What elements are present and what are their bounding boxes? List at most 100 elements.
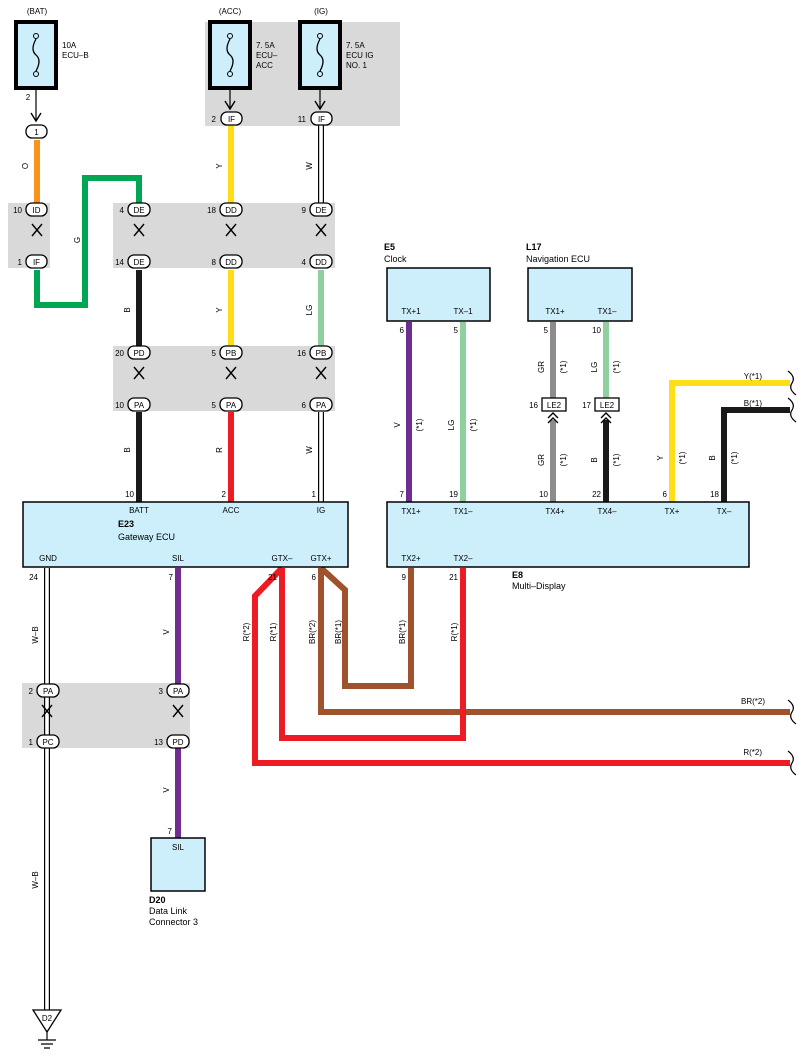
svg-text:GR: GR <box>537 454 546 466</box>
svg-text:18: 18 <box>207 206 216 215</box>
svg-text:B(*1): B(*1) <box>744 399 763 408</box>
terminal-pa6: PA 6 <box>302 397 333 412</box>
svg-text:4: 4 <box>302 258 307 267</box>
svg-text:7. 5A: 7. 5A <box>256 41 275 50</box>
svg-text:1: 1 <box>312 490 317 499</box>
navigation-ecu-l17: L17 Navigation ECU TX1+ 5 TX1– 10 <box>526 242 633 335</box>
svg-text:Multi–Display: Multi–Display <box>512 581 566 591</box>
svg-text:(*1): (*1) <box>730 451 739 464</box>
terminal-ig-if: IF 11 <box>298 111 333 126</box>
svg-text:10: 10 <box>592 326 601 335</box>
svg-text:Y: Y <box>215 307 224 313</box>
terminal-acc-if: IF 2 <box>212 111 243 126</box>
svg-text:1: 1 <box>29 738 34 747</box>
svg-text:PA: PA <box>173 687 184 696</box>
terminal-de4: DE 4 <box>120 202 151 217</box>
svg-text:Y(*1): Y(*1) <box>744 372 763 381</box>
svg-text:TX2–: TX2– <box>453 554 473 563</box>
svg-text:6: 6 <box>400 326 405 335</box>
svg-text:5: 5 <box>212 401 217 410</box>
svg-text:GTX–: GTX– <box>272 554 293 563</box>
svg-text:1: 1 <box>18 258 23 267</box>
svg-text:5: 5 <box>212 349 217 358</box>
terminal-pc1: PC 1 <box>29 734 60 749</box>
svg-text:W–B: W–B <box>31 871 40 888</box>
terminal-dd8: DD 8 <box>212 254 243 269</box>
svg-text:ECU–: ECU– <box>256 51 278 60</box>
svg-text:(*1): (*1) <box>469 418 478 431</box>
svg-text:LG: LG <box>305 305 314 316</box>
svg-text:D2: D2 <box>42 1014 53 1023</box>
svg-text:O: O <box>21 163 30 169</box>
svg-text:TX4+: TX4+ <box>545 507 565 516</box>
terminal-pa5: PA 5 <box>212 397 243 412</box>
svg-text:DE: DE <box>133 206 144 215</box>
svg-text:DE: DE <box>315 206 326 215</box>
svg-text:10: 10 <box>539 490 548 499</box>
svg-text:10A: 10A <box>62 41 77 50</box>
svg-text:LG: LG <box>590 362 599 373</box>
svg-text:L17: L17 <box>526 242 542 252</box>
fuse-bat: (BAT) 10A ECU–B 2 <box>14 7 89 123</box>
wire-black-tx <box>721 407 790 503</box>
svg-text:E23: E23 <box>118 519 134 529</box>
terminal-pd13: PD 13 <box>154 734 190 749</box>
svg-text:Gateway ECU: Gateway ECU <box>118 532 175 542</box>
svg-text:11: 11 <box>298 115 307 124</box>
terminal-if1: IF 1 <box>18 254 48 269</box>
svg-text:ACC: ACC <box>223 506 240 515</box>
svg-text:V: V <box>162 629 171 635</box>
svg-text:TX+1: TX+1 <box>401 307 421 316</box>
svg-text:ACC: ACC <box>256 61 273 70</box>
svg-text:9: 9 <box>402 573 407 582</box>
fuse-ig: (IG) 7. 5A ECU IG NO. 1 <box>298 7 374 111</box>
clock-e5: E5 Clock TX+1 6 TX–1 5 <box>384 242 491 335</box>
svg-text:E5: E5 <box>384 242 395 252</box>
svg-text:TX1–: TX1– <box>453 507 473 516</box>
svg-text:8: 8 <box>212 258 217 267</box>
svg-text:7: 7 <box>168 827 173 836</box>
svg-text:PD: PD <box>133 349 144 358</box>
svg-text:7: 7 <box>400 490 405 499</box>
wire-brown-star2 <box>318 568 790 715</box>
svg-text:7. 5A: 7. 5A <box>346 41 365 50</box>
svg-text:Y: Y <box>215 163 224 169</box>
terminal-pa3: PA 3 <box>159 683 190 698</box>
svg-text:R(*1): R(*1) <box>269 622 278 641</box>
svg-text:TX–1: TX–1 <box>453 307 473 316</box>
wire-labels: O G Y W B Y LG B R W W–B V V W–B V (*1) … <box>21 162 765 889</box>
svg-text:5: 5 <box>544 326 549 335</box>
svg-text:TX+: TX+ <box>665 507 680 516</box>
wire-red-star2 <box>252 565 790 766</box>
svg-text:BR(*1): BR(*1) <box>334 620 343 644</box>
svg-text:DD: DD <box>225 206 237 215</box>
svg-text:Navigation ECU: Navigation ECU <box>526 254 590 264</box>
svg-text:IF: IF <box>33 258 40 267</box>
svg-text:20: 20 <box>115 349 124 358</box>
svg-text:D20: D20 <box>149 895 166 905</box>
svg-text:B: B <box>708 455 717 460</box>
svg-text:(*1): (*1) <box>415 418 424 431</box>
svg-text:2: 2 <box>26 93 31 102</box>
fuse-acc: (ACC) 7. 5A ECU– ACC <box>208 7 278 111</box>
junction-bat: 1 <box>25 124 48 139</box>
svg-text:LG: LG <box>447 420 456 431</box>
wire-yellow-tx <box>669 380 790 503</box>
wire-red-star1 <box>279 568 466 741</box>
svg-text:IF: IF <box>228 115 235 124</box>
svg-text:7: 7 <box>169 573 174 582</box>
terminal-de9: DE 9 <box>302 202 333 217</box>
terminal-pd20: PD 20 <box>115 345 151 360</box>
terminal-le2-17: LE2 17 <box>582 397 620 424</box>
svg-text:(*1): (*1) <box>559 360 568 373</box>
svg-text:17: 17 <box>582 401 591 410</box>
svg-text:PB: PB <box>226 349 237 358</box>
svg-text:6: 6 <box>302 401 307 410</box>
svg-text:3: 3 <box>159 687 164 696</box>
svg-text:GTX+: GTX+ <box>310 554 331 563</box>
svg-text:GR: GR <box>537 361 546 373</box>
svg-text:19: 19 <box>449 490 458 499</box>
svg-text:(IG): (IG) <box>314 7 328 16</box>
svg-text:TX1–: TX1– <box>597 307 617 316</box>
continuation-marks <box>787 370 797 776</box>
